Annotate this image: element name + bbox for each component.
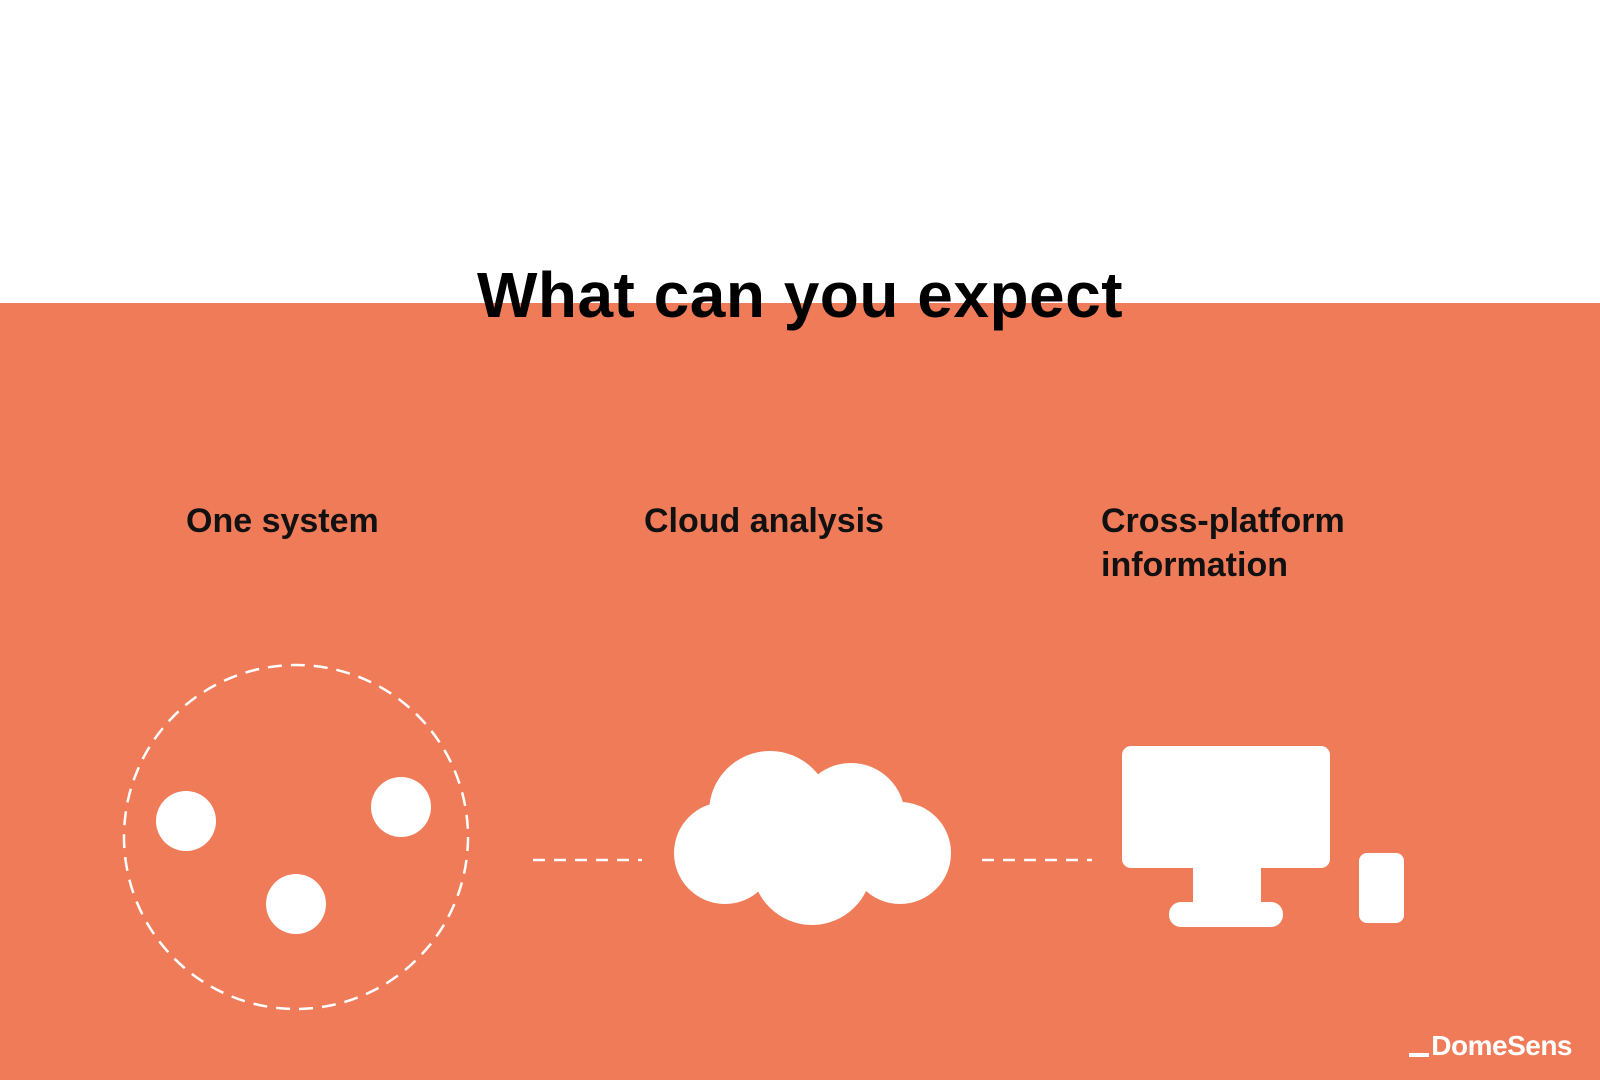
feature-label-one-system: One system [186,502,379,540]
logo-text: DomeSens [1431,1030,1572,1061]
brand-logo: DomeSens [1409,1030,1572,1062]
phone [1359,853,1404,923]
orange-band [0,303,1600,1080]
node-left [156,791,216,851]
cloud-icon [674,751,951,925]
feature-diagram [122,663,1404,1011]
monitor-neck [1193,866,1261,904]
logo-underscore-mark [1409,1053,1430,1057]
feature-label-cloud-analysis: Cloud analysis [644,502,884,540]
node-right [371,777,431,837]
monitor-base [1169,902,1283,927]
monitor-screen [1122,746,1330,868]
slide-title: What can you expect [476,259,1124,331]
devices-icon [1122,746,1404,927]
sensor-nodes-icon [122,663,470,1011]
node-bottom [266,874,326,934]
system-boundary [122,663,470,1011]
